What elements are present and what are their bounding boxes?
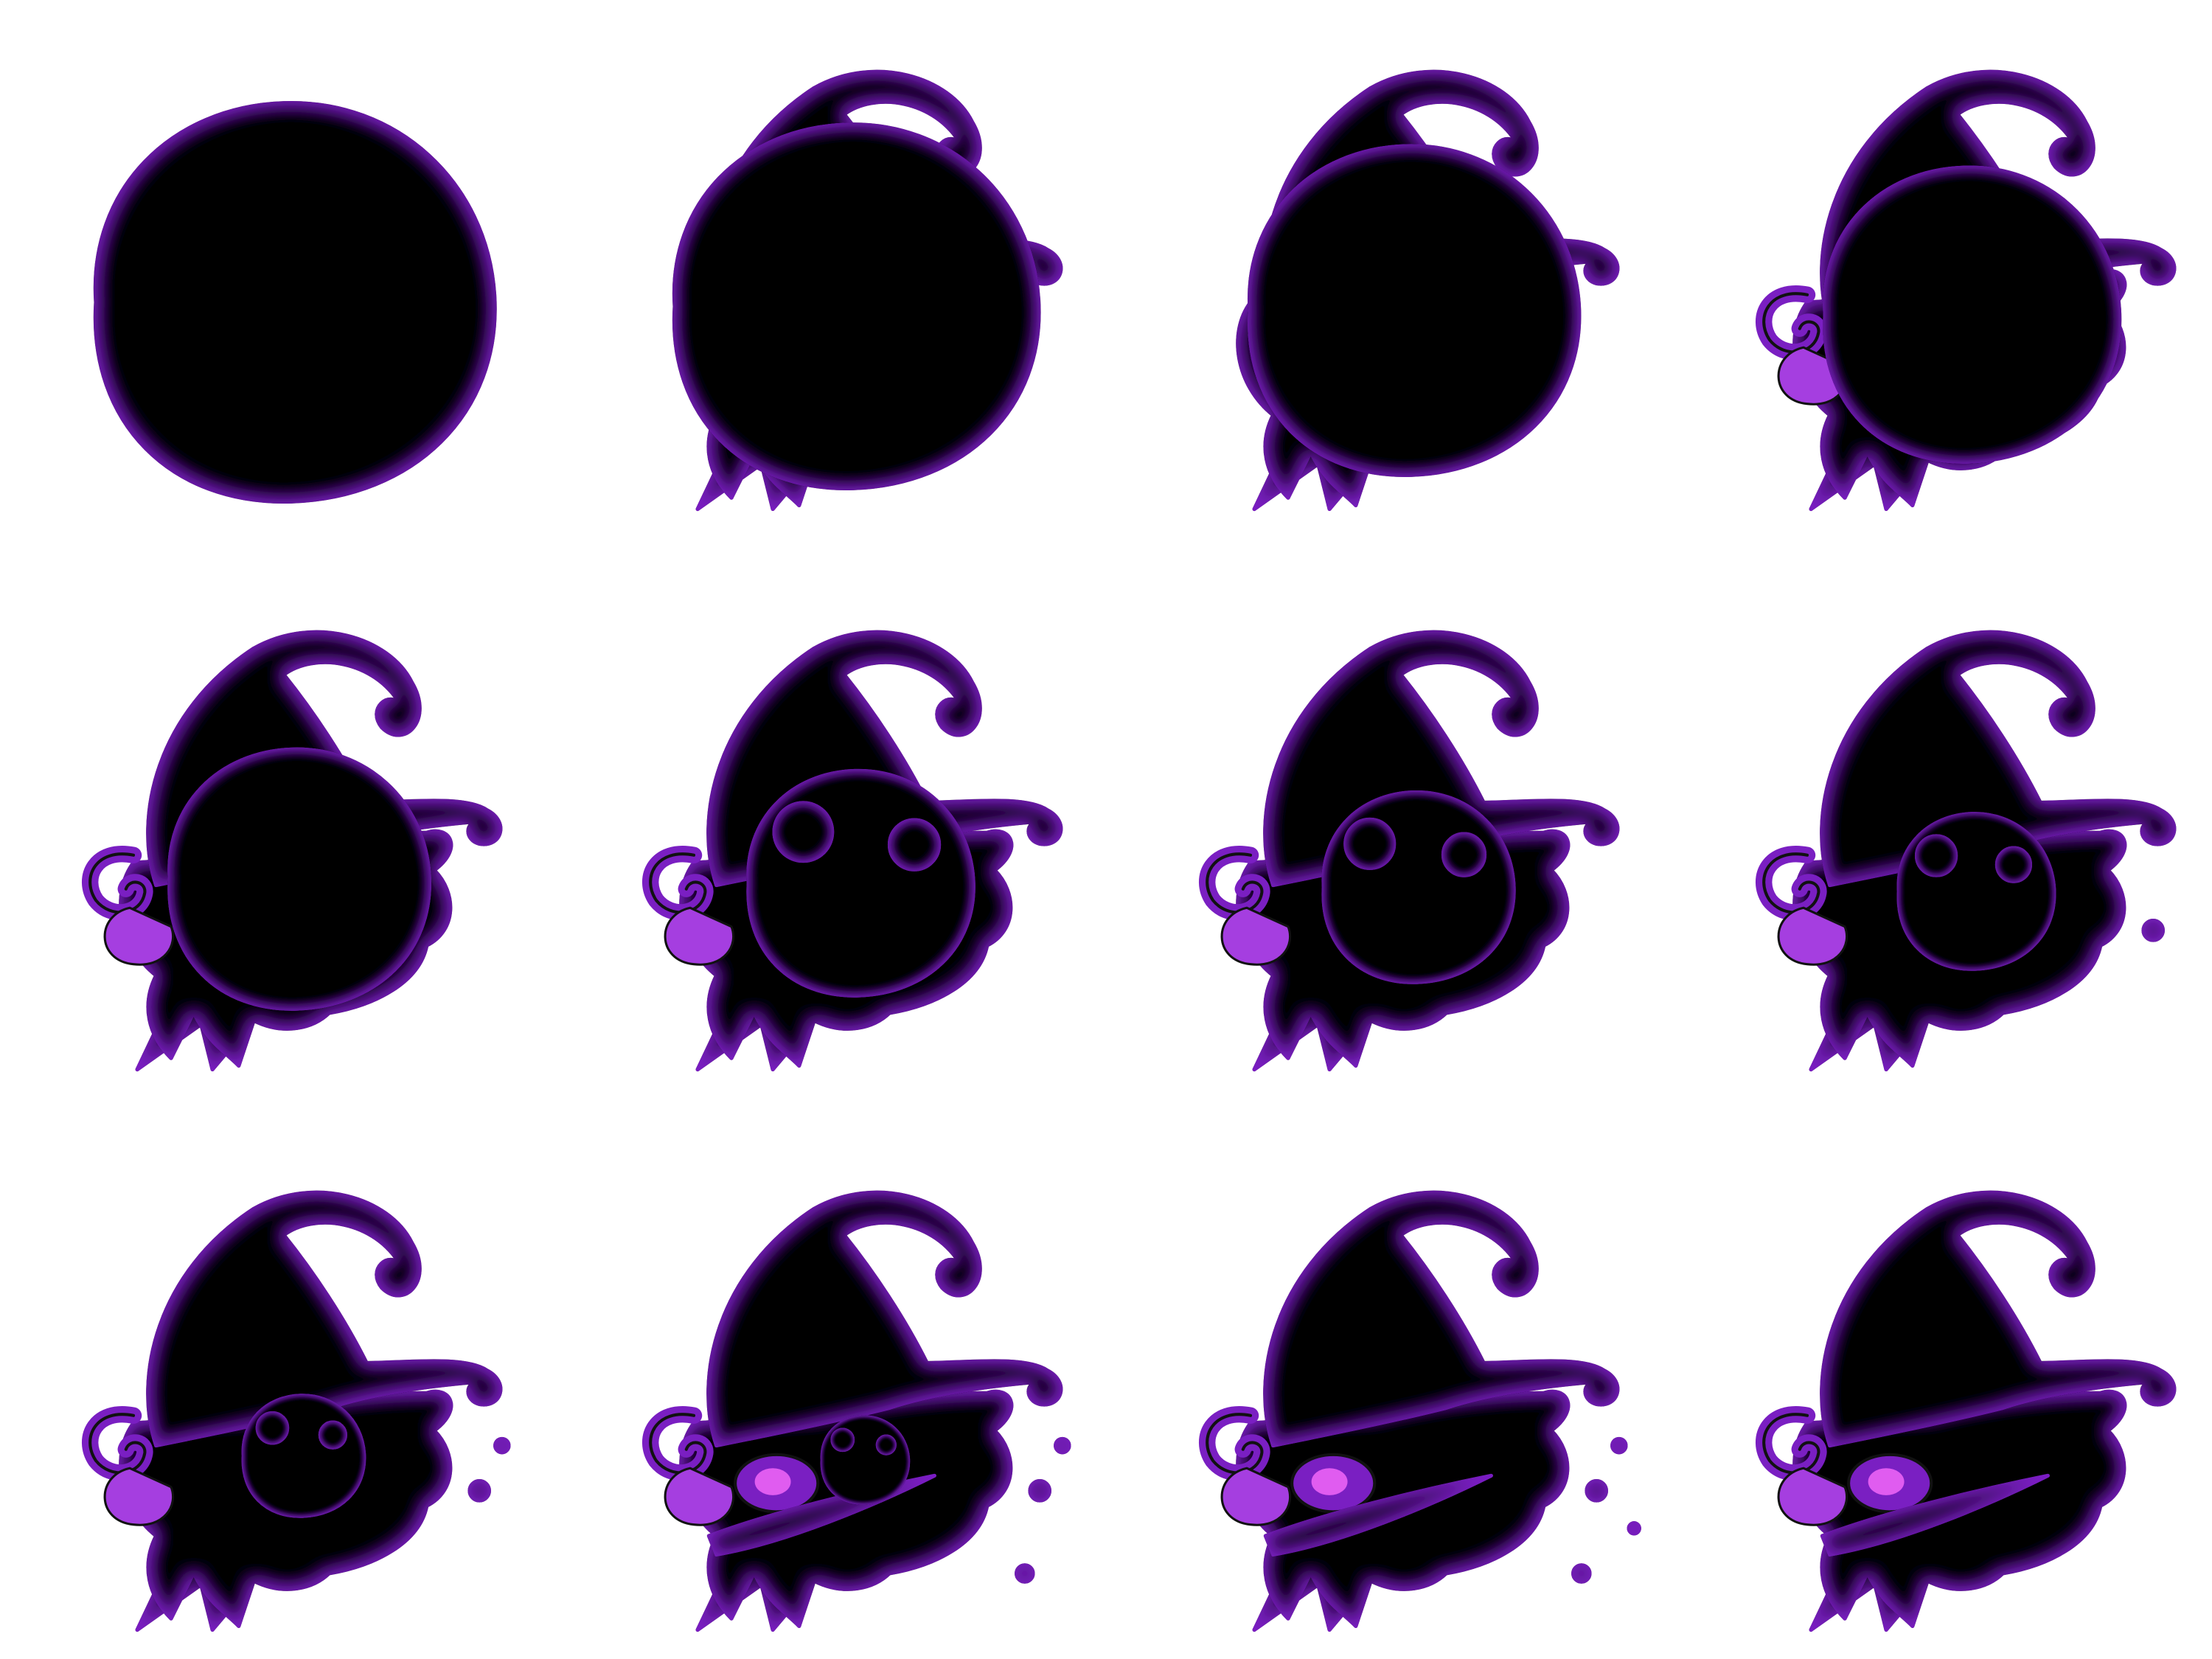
hat xyxy=(1263,1190,1620,1448)
smoke-cloud xyxy=(672,122,1041,490)
side-curl-outline xyxy=(88,1413,147,1475)
smoke-cloud xyxy=(241,1394,366,1518)
side-curl-outline xyxy=(649,1413,707,1475)
smoke-puff xyxy=(1896,812,2056,971)
smoke-droplet xyxy=(1015,1563,1035,1584)
smoke-cloud xyxy=(1321,790,1516,984)
eye-pupil xyxy=(754,1468,791,1495)
animation-frame-10 xyxy=(642,1190,1071,1632)
smoke-cloud xyxy=(820,1415,911,1505)
hat xyxy=(706,1190,1063,1448)
smoke-droplet xyxy=(1054,1436,1071,1455)
smoke-cloud xyxy=(1247,144,1582,477)
frame-grid xyxy=(82,69,2177,1632)
animation-frame-11 xyxy=(1199,1190,1641,1632)
side-curl-outline xyxy=(1206,1413,1264,1475)
animation-frame-6 xyxy=(642,630,1063,1072)
smoke-puff xyxy=(167,747,432,1011)
animation-frame-2 xyxy=(672,69,1063,512)
animation-frame-9 xyxy=(82,1190,511,1632)
smoke-puff xyxy=(820,1415,911,1505)
animation-frame-3 xyxy=(1236,69,1620,512)
smoke-bubble xyxy=(875,1434,897,1455)
eye-pupil xyxy=(1868,1468,1905,1495)
side-curl-outline xyxy=(1206,852,1264,914)
animation-frame-8 xyxy=(1756,630,2177,1072)
smoke-puff xyxy=(1823,165,2122,464)
smoke-puff xyxy=(241,1394,366,1518)
smoke-bubble xyxy=(887,818,942,872)
smoke-puff xyxy=(93,101,497,504)
smoke-bubble xyxy=(255,1411,290,1445)
side-curl-outline xyxy=(1762,292,1820,354)
smoke-cloud xyxy=(93,101,497,504)
cheek-glow xyxy=(1777,1467,1848,1526)
smoke-droplet xyxy=(1610,1436,1628,1455)
cheek-glow xyxy=(1220,1467,1292,1526)
hat xyxy=(146,1190,503,1448)
smoke-puff xyxy=(672,122,1041,490)
smoke-cloud xyxy=(167,747,432,1011)
cheek-glow xyxy=(664,1467,735,1526)
smoke-cloud xyxy=(746,768,975,998)
animation-frame-7 xyxy=(1199,630,1620,1072)
hat xyxy=(1820,1190,2177,1448)
smoke-droplet xyxy=(467,1478,492,1503)
smoke-droplet xyxy=(1571,1563,1592,1584)
smoke-droplet xyxy=(2141,918,2166,942)
animation-frame-4 xyxy=(1756,69,2177,512)
smoke-bubble xyxy=(772,801,835,863)
animation-frame-5 xyxy=(82,630,503,1072)
smoke-puff xyxy=(1247,144,1582,477)
smoke-bubble xyxy=(1994,846,2033,883)
smoke-bubble xyxy=(1343,817,1397,871)
side-curl-outline xyxy=(1762,1413,1820,1475)
side-curl-outline xyxy=(1762,852,1820,914)
cheek-glow xyxy=(103,906,175,966)
smoke-cloud xyxy=(1896,812,2056,971)
cheek-glow xyxy=(1220,906,1292,966)
mouth-streak xyxy=(1820,1473,2050,1557)
mouth-streak xyxy=(1263,1473,1493,1557)
side-curl-outline xyxy=(649,852,707,914)
smoke-cloud xyxy=(1823,165,2122,464)
smoke-puff xyxy=(1321,790,1516,984)
animation-frame-1 xyxy=(93,101,497,504)
smoke-droplet xyxy=(1028,1478,1052,1503)
smoke-droplet xyxy=(1585,1478,1609,1503)
side-curl-outline xyxy=(88,852,147,914)
cheek-glow xyxy=(1777,906,1848,966)
hat xyxy=(1820,630,2177,888)
cheek-glow xyxy=(103,1467,175,1526)
smoke-puff xyxy=(746,768,975,998)
smoke-bubble xyxy=(1914,834,1958,877)
smoke-bubble xyxy=(830,1427,855,1453)
smoke-droplet xyxy=(1627,1521,1641,1536)
eye-pupil xyxy=(1311,1468,1348,1495)
smoke-bubble xyxy=(318,1420,348,1450)
cheek-glow xyxy=(664,906,735,966)
smoke-droplet xyxy=(493,1436,511,1455)
smoke-bubble xyxy=(1441,832,1487,877)
animation-frame-12 xyxy=(1756,1190,2177,1632)
